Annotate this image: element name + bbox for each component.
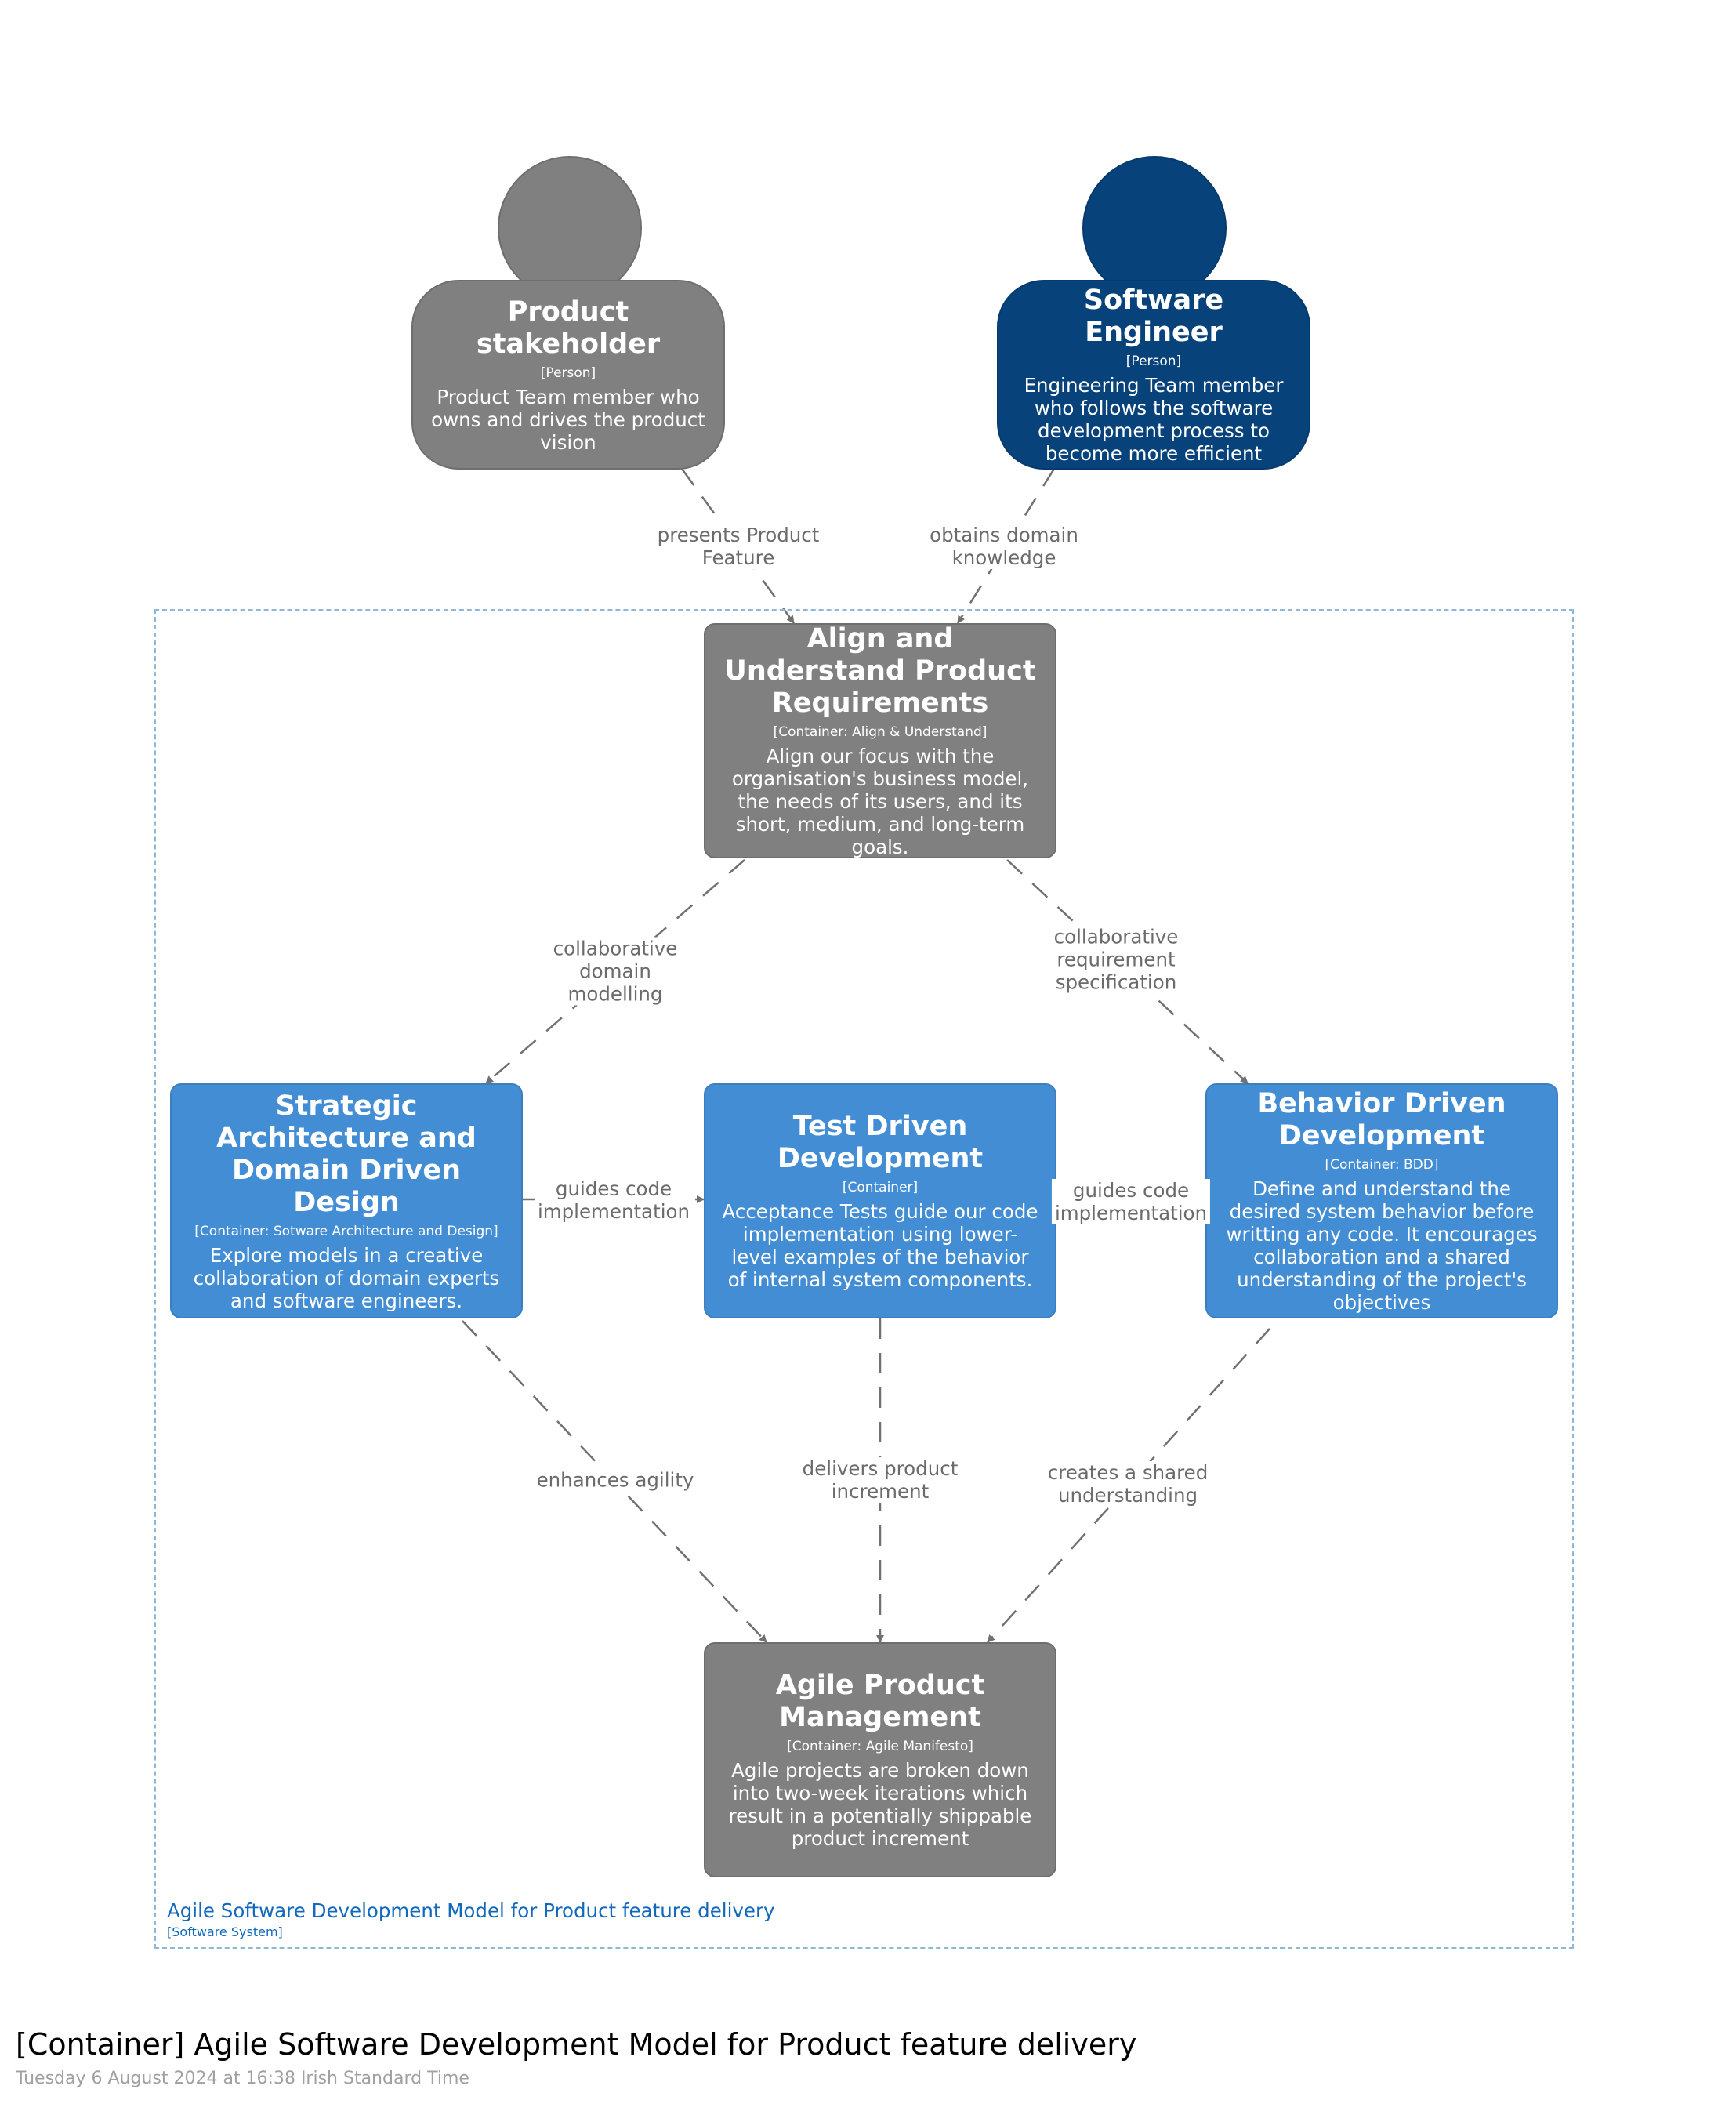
agile-product-management-title: Agile Product Management [775,1670,985,1733]
tdd-title: Test Driven Development [777,1111,984,1174]
tdd-description: Acceptance Tests guide our code implemen… [722,1200,1038,1291]
bdd-container[interactable]: Behavior Driven Development [Container: … [1205,1083,1558,1318]
edge-collaborative-requirement-specification [1006,859,1249,1084]
agile-product-management-description: Agile projects are broken down into two-… [728,1759,1032,1850]
strategic-architecture-description: Explore models in a creative collaborati… [193,1243,500,1312]
bdd-tech: [Container: BDD] [1325,1157,1439,1173]
product-stakeholder-title: Product stakeholder [476,296,661,360]
product-stakeholder-description: Product Team member who owns and drives … [431,385,705,454]
label-guides-code-right: guides code implementation [1051,1179,1211,1224]
label-obtains-domain-knowledge: obtains domain knowledge [926,524,1082,569]
software-engineer-person[interactable]: Software Engineer [Person] Engineering T… [997,280,1310,470]
strategic-architecture-tech: [Container: Sotware Architecture and Des… [194,1223,498,1239]
edge-collaborative-domain-modelling [485,859,745,1084]
boundary-name: Agile Software Development Model for Pro… [167,1899,775,1922]
agile-product-management-tech: [Container: Agile Manifesto] [787,1739,973,1754]
label-collaborative-requirement-specification: collaborative requirement specification [1050,925,1182,994]
edge-obtains-domain-knowledge [956,468,1056,624]
diagram-title: [Container] Agile Software Development M… [16,2027,1137,2062]
bdd-title: Behavior Driven Development [1257,1088,1506,1152]
strategic-architecture-container[interactable]: Strategic Architecture and Domain Driven… [170,1083,523,1318]
diagram-date: Tuesday 6 August 2024 at 16:38 Irish Sta… [16,2069,469,2088]
boundary-type: [Software System] [167,1924,283,1939]
align-understand-description: Align our focus with the organisation's … [731,745,1029,858]
label-collaborative-domain-modelling: collaborative domain modelling [549,937,681,1006]
label-creates-shared-understanding: creates a shared understanding [1044,1461,1212,1507]
label-enhances-agility: enhances agility [533,1468,698,1492]
tdd-tech: [Container] [842,1180,919,1195]
align-understand-container[interactable]: Align and Understand Product Requirement… [704,623,1056,858]
align-understand-title: Align and Understand Product Requirement… [724,623,1036,719]
bdd-description: Define and understand the desired system… [1226,1177,1538,1314]
tdd-container[interactable]: Test Driven Development [Container] Acce… [704,1083,1056,1318]
software-engineer-title: Software Engineer [1083,285,1224,348]
label-guides-code-left: guides code implementation [534,1177,694,1223]
product-stakeholder-type: [Person] [540,365,596,381]
align-understand-tech: [Container: Align & Understand] [773,724,988,740]
product-stakeholder-person[interactable]: Product stakeholder [Person] Product Tea… [411,280,725,470]
software-system-boundary [154,609,1574,1949]
software-engineer-type: [Person] [1125,354,1182,369]
agile-product-management-container[interactable]: Agile Product Management [Container: Agi… [704,1642,1056,1877]
label-presents-product-feature: presents Product Feature [654,524,823,569]
software-engineer-head [1082,156,1227,300]
strategic-architecture-title: Strategic Architecture and Domain Driven… [216,1090,477,1218]
label-delivers-product-increment: delivers product increment [799,1457,962,1503]
software-engineer-description: Engineering Team member who follows the … [1024,374,1284,465]
product-stakeholder-head [498,156,642,300]
